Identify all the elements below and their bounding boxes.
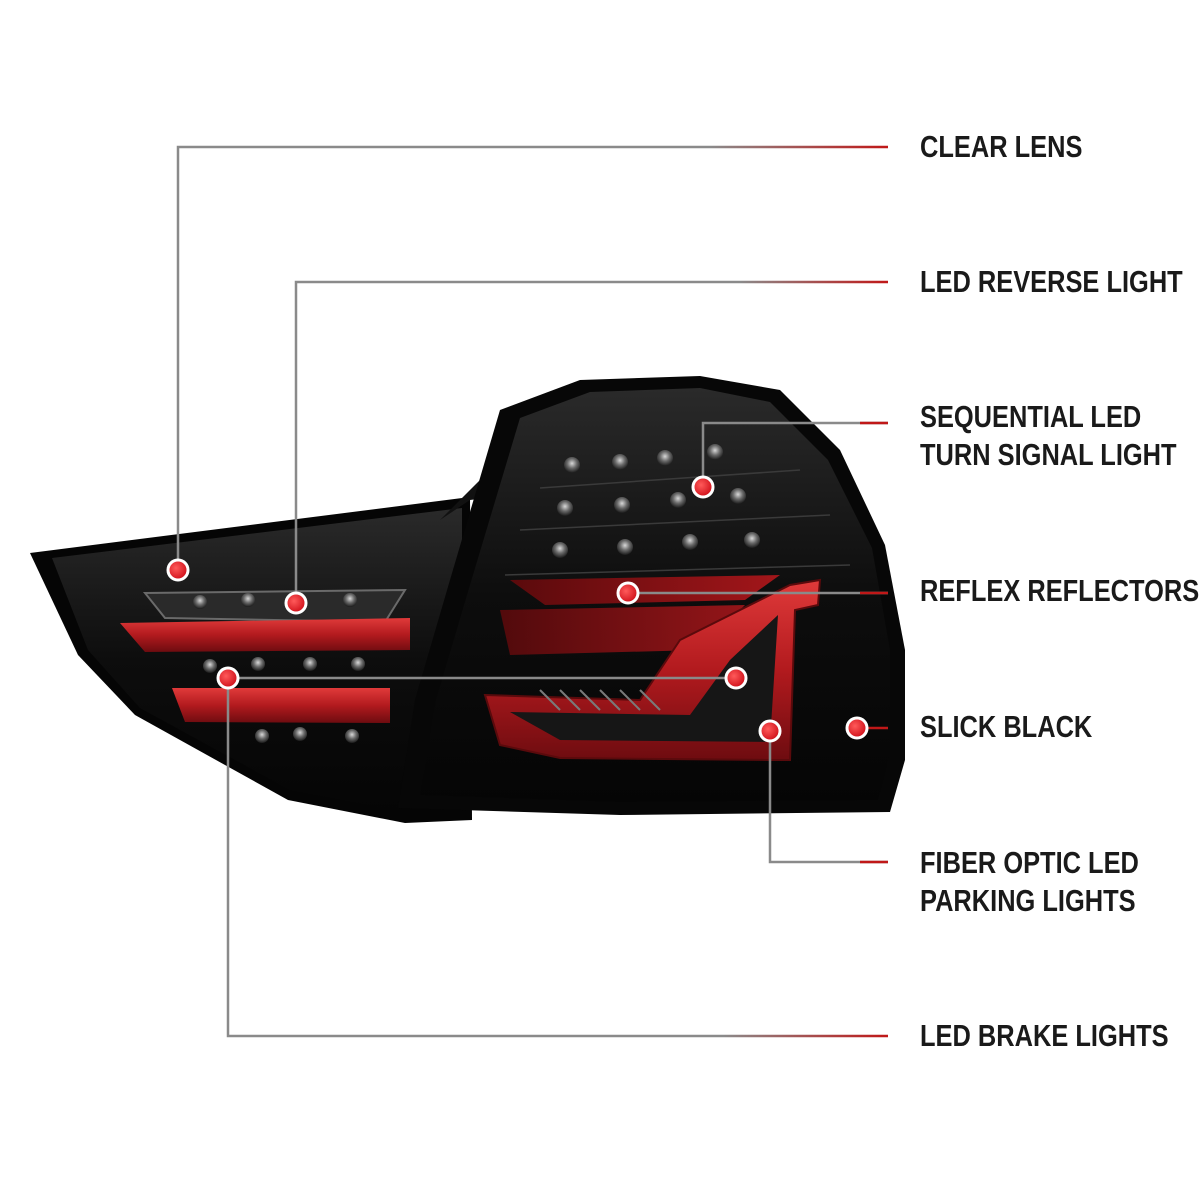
marker-reverse-light <box>284 591 308 615</box>
marker-slick-black <box>845 716 869 740</box>
label-led-reverse-light-line1: LED REVERSE LIGHT <box>920 264 1183 299</box>
clear-lens-leader <box>176 145 888 570</box>
label-led-brake-lights-line1: LED BRAKE LIGHTS <box>920 1018 1169 1053</box>
label-fiber-optic-parking-line2: PARKING LIGHTS <box>920 883 1136 918</box>
marker-fiber-optic <box>758 719 782 743</box>
callout-leader-lines <box>176 145 888 1038</box>
label-fiber-optic-parking-line1: FIBER OPTIC LED <box>920 845 1139 880</box>
marker-brake-inner <box>216 666 240 690</box>
marker-turn-signal <box>691 475 715 499</box>
callout-markers <box>166 475 869 743</box>
label-clear-lens-line1: CLEAR LENS <box>920 129 1083 164</box>
label-slick-black-line1: SLICK BLACK <box>920 709 1093 744</box>
label-sequential-turn-signal-line1: SEQUENTIAL LED <box>920 399 1142 434</box>
label-clear-lens: CLEAR LENS <box>920 128 1082 166</box>
label-sequential-turn-signal: SEQUENTIAL LED TURN SIGNAL LIGHT <box>920 398 1177 474</box>
label-slick-black: SLICK BLACK <box>920 708 1092 746</box>
marker-reflector <box>616 581 640 605</box>
marker-clear-lens <box>166 558 190 582</box>
marker-brake-outer <box>724 666 748 690</box>
inner-tail-lamp <box>30 455 510 823</box>
reverse-light-leader <box>294 280 888 603</box>
label-fiber-optic-parking: FIBER OPTIC LED PARKING LIGHTS <box>920 844 1139 920</box>
turn-signal-leader <box>701 421 888 487</box>
label-reflex-reflectors: REFLEX REFLECTORS <box>920 572 1199 610</box>
label-led-reverse-light: LED REVERSE LIGHT <box>920 263 1183 301</box>
outer-tail-lamp <box>398 376 905 815</box>
brake-lights-leader <box>226 678 888 1038</box>
fiber-optic-leader <box>768 731 888 864</box>
label-sequential-turn-signal-line2: TURN SIGNAL LIGHT <box>920 437 1177 472</box>
label-reflex-reflectors-line1: REFLEX REFLECTORS <box>920 573 1200 608</box>
label-led-brake-lights: LED BRAKE LIGHTS <box>920 1017 1169 1055</box>
